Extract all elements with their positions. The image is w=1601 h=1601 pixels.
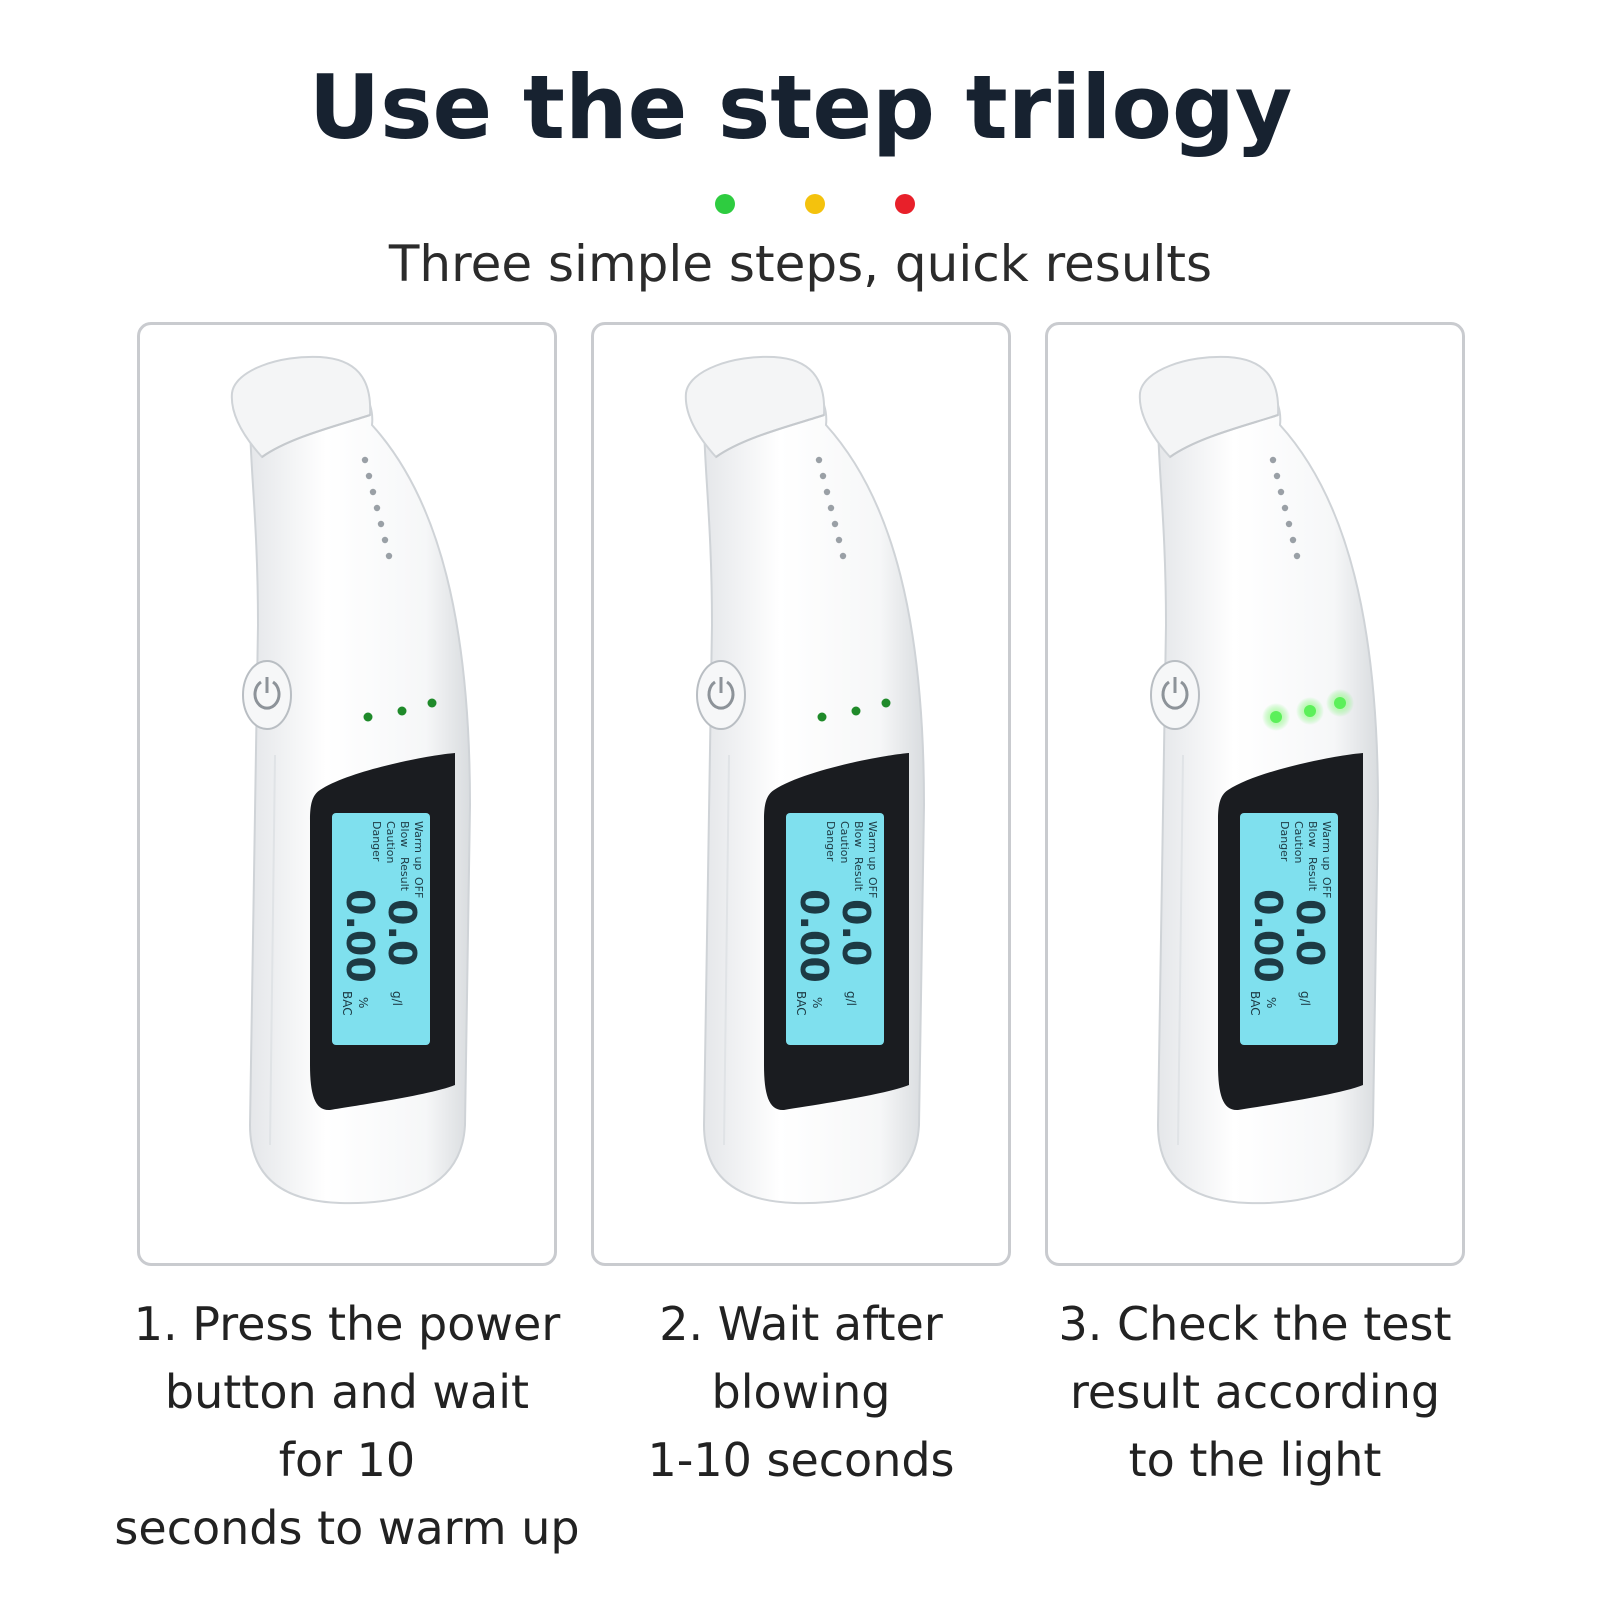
svg-text:OFF: OFF	[866, 877, 879, 898]
indicator-dots	[0, 194, 1601, 218]
svg-text:0.00: 0.00	[792, 889, 836, 983]
svg-text:Result: Result	[852, 857, 865, 892]
svg-text:OFF: OFF	[1320, 877, 1333, 898]
svg-text:0.0: 0.0	[380, 899, 424, 966]
svg-text:Caution: Caution	[838, 821, 851, 863]
step-caption-1: 1. Press the power button and wait for 1…	[107, 1290, 587, 1562]
page-title: Use the step trilogy	[308, 56, 1293, 159]
red-dot-icon	[895, 194, 915, 214]
caption-line: 2. Wait after	[659, 1297, 943, 1351]
svg-text:Blow: Blow	[1306, 821, 1319, 847]
svg-text:0.00: 0.00	[1246, 889, 1290, 983]
caption-line: seconds to warm up	[114, 1501, 580, 1555]
svg-text:Caution: Caution	[384, 821, 397, 863]
svg-text:Danger: Danger	[370, 821, 383, 862]
caption-line: 1. Press the power	[133, 1297, 561, 1351]
step-caption-2: 2. Wait after blowing 1-10 seconds	[561, 1290, 1041, 1494]
page-subtitle: Three simple steps, quick results	[388, 235, 1213, 293]
svg-text:BAC: BAC	[340, 991, 354, 1016]
svg-text:g/l: g/l	[1298, 991, 1312, 1006]
svg-text:OFF: OFF	[412, 877, 425, 898]
svg-text:%: %	[810, 997, 824, 1008]
svg-text:Warm up: Warm up	[1320, 821, 1333, 870]
green-dot-icon	[715, 194, 735, 214]
svg-text:Danger: Danger	[1278, 821, 1291, 862]
svg-text:Danger: Danger	[824, 821, 837, 862]
caption-line: 1-10 seconds	[647, 1433, 955, 1487]
svg-text:Warm up: Warm up	[412, 821, 425, 870]
svg-text:BAC: BAC	[1248, 991, 1262, 1016]
caption-line: blowing	[711, 1365, 891, 1419]
svg-text:Blow: Blow	[398, 821, 411, 847]
caption-line: 3. Check the test	[1058, 1297, 1452, 1351]
caption-line: button and wait	[164, 1365, 530, 1419]
svg-text:%: %	[1264, 997, 1278, 1008]
svg-text:0.0: 0.0	[834, 899, 878, 966]
svg-text:%: %	[356, 997, 370, 1008]
svg-text:BAC: BAC	[794, 991, 808, 1016]
svg-text:0.0: 0.0	[1288, 899, 1332, 966]
svg-text:Caution: Caution	[1292, 821, 1305, 863]
caption-line: result according	[1069, 1365, 1441, 1419]
svg-text:Result: Result	[1306, 857, 1319, 892]
svg-text:Warm up: Warm up	[866, 821, 879, 870]
caption-line: to the light	[1128, 1433, 1382, 1487]
svg-text:g/l: g/l	[390, 991, 404, 1006]
svg-text:0.00: 0.00	[338, 889, 382, 983]
yellow-dot-icon	[805, 194, 825, 214]
step-caption-3: 3. Check the test result according to th…	[1015, 1290, 1495, 1494]
svg-text:Result: Result	[398, 857, 411, 892]
svg-text:g/l: g/l	[844, 991, 858, 1006]
caption-line: for 10	[278, 1433, 416, 1487]
svg-text:Blow: Blow	[852, 821, 865, 847]
